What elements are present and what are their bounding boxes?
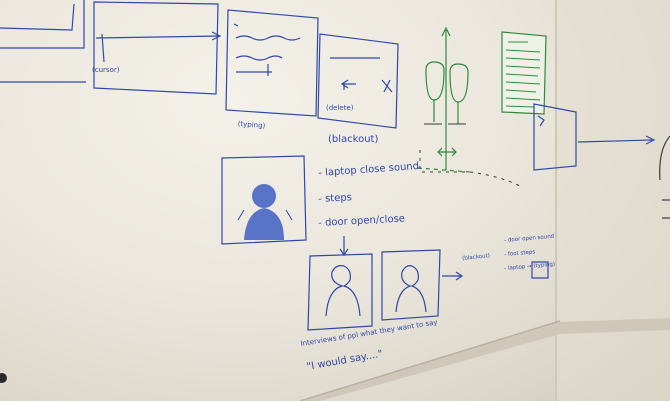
blackout-heading: (blackout) bbox=[328, 134, 379, 145]
interviewee-1 bbox=[325, 265, 361, 317]
card-lines bbox=[505, 41, 541, 108]
typed-line-1 bbox=[235, 35, 301, 41]
right-wall-shade bbox=[555, 0, 670, 401]
magnet bbox=[0, 373, 7, 383]
delete-scribble bbox=[381, 79, 393, 93]
frame-partial-1 bbox=[0, 3, 75, 31]
flow-arrowhead-1 bbox=[211, 31, 222, 41]
cursor-mark bbox=[101, 33, 105, 63]
storyboard-top-row bbox=[0, 0, 399, 129]
frame-outline bbox=[221, 155, 307, 245]
person-head bbox=[252, 184, 276, 208]
axis-arrowhead bbox=[441, 26, 451, 37]
green-diagram bbox=[417, 26, 471, 173]
typed-line-2 bbox=[235, 55, 283, 61]
label-typing: (typing) bbox=[237, 120, 266, 130]
green-note-card bbox=[501, 31, 547, 115]
glass-right bbox=[449, 63, 469, 103]
green-double-arrow bbox=[437, 147, 457, 157]
person-arms bbox=[237, 209, 293, 221]
frame-blackout-person bbox=[221, 155, 307, 245]
typing-box bbox=[531, 261, 549, 279]
interviewee-2 bbox=[395, 265, 427, 313]
down-arrow bbox=[339, 236, 349, 257]
frame-right bbox=[533, 103, 577, 171]
edge-frame bbox=[659, 135, 670, 181]
frame-partial-2 bbox=[0, 0, 85, 49]
glass-left bbox=[425, 61, 445, 101]
whiteboard-tray bbox=[300, 318, 670, 401]
interview-frames bbox=[307, 249, 549, 331]
interview-frame-2 bbox=[381, 249, 441, 321]
interview-frame-1 bbox=[307, 253, 373, 331]
dashed-ground bbox=[417, 167, 471, 173]
person-body bbox=[244, 208, 284, 240]
black-marks bbox=[419, 123, 521, 187]
frame-right-mark bbox=[537, 115, 545, 127]
card-outline bbox=[501, 31, 547, 115]
tray-edge bbox=[299, 320, 561, 401]
flow-arrowhead-3 bbox=[645, 135, 656, 145]
flow-arrowhead-2 bbox=[455, 271, 464, 281]
label-delete: (delete) bbox=[326, 104, 354, 112]
frame-delete bbox=[317, 33, 399, 129]
flow-arrow-1 bbox=[95, 35, 221, 39]
frame-typing bbox=[225, 9, 319, 117]
label-cursor: (cursor) bbox=[92, 66, 120, 74]
sound-item-2: - steps bbox=[318, 192, 353, 205]
typing-mark bbox=[233, 23, 239, 27]
storyboard-right bbox=[533, 103, 670, 219]
frame-cursor bbox=[93, 1, 219, 95]
flow-arrow-3 bbox=[577, 139, 653, 143]
